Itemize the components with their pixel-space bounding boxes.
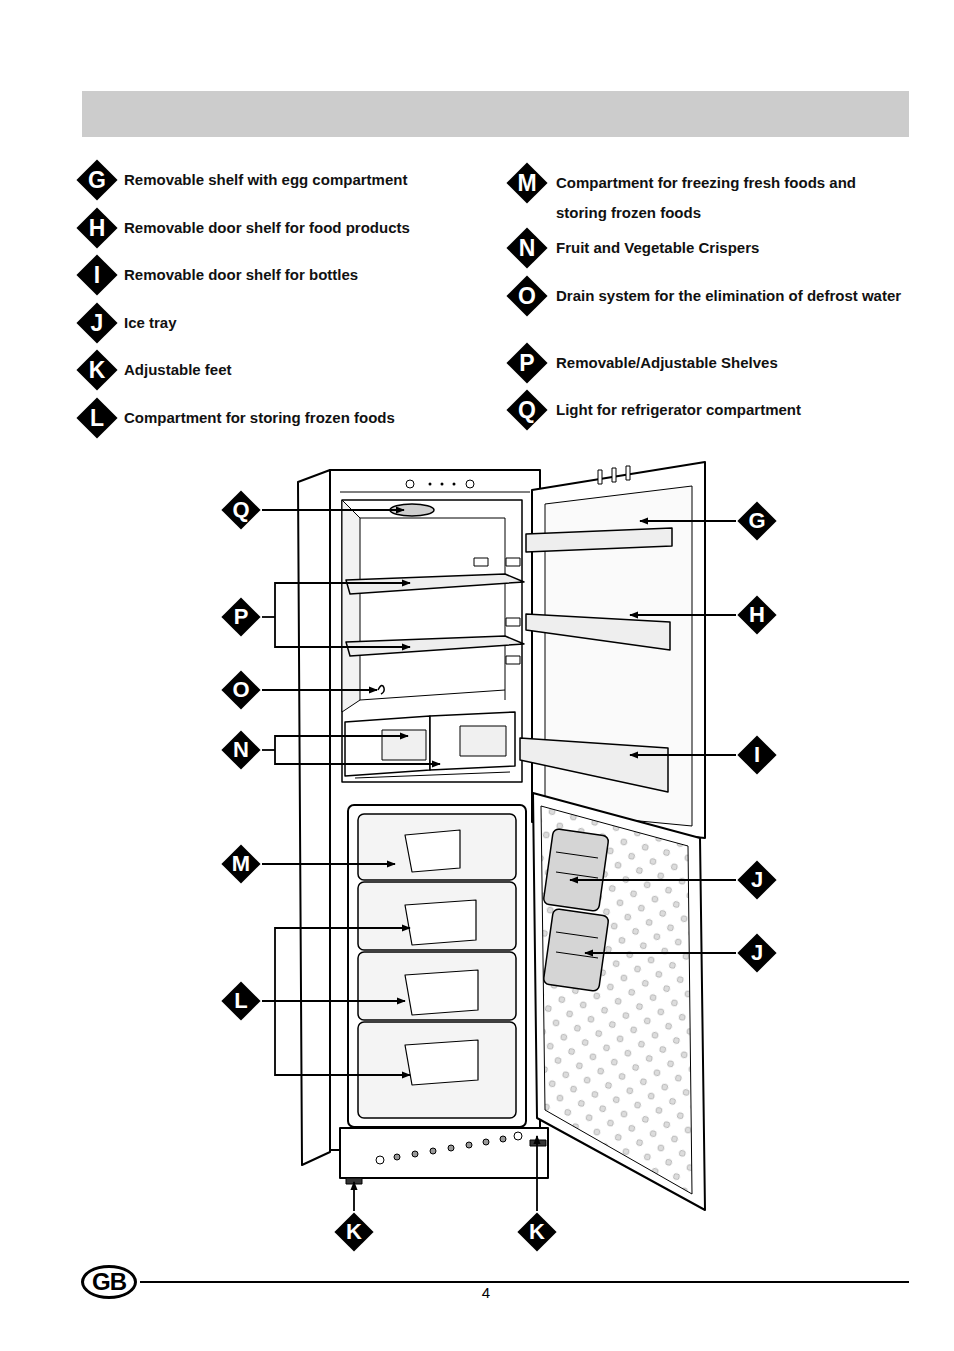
part-description: Drain system for the elimination of defr…	[556, 281, 904, 311]
callout-letter: P	[234, 606, 249, 628]
callout-letter: O	[518, 285, 536, 308]
callout-diamond: M	[221, 844, 261, 884]
part-description: Compartment for freezing fresh foods and…	[556, 168, 904, 228]
part-description: Removable shelf with egg compartment	[124, 165, 494, 195]
callout-diamond: Q	[221, 490, 261, 530]
callout-letter: I	[754, 744, 760, 766]
callout-diamond: QLight for refrigerator compartment	[506, 389, 548, 431]
callout-letter: G	[748, 510, 765, 532]
callout-letter: N	[519, 237, 536, 260]
callout-letter: M	[232, 853, 250, 875]
callout-letter: Q	[518, 399, 536, 422]
callout-diamond: K	[517, 1212, 557, 1252]
callout-letter: J	[751, 942, 763, 964]
callout-diamond: G	[737, 501, 777, 541]
callout-diamond: IRemovable door shelf for bottles	[76, 254, 118, 296]
part-description: Removable door shelf for food products	[124, 213, 494, 243]
callout-letter: O	[232, 679, 249, 701]
part-description: Light for refrigerator compartment	[556, 395, 904, 425]
callout-diamond: L	[221, 981, 261, 1021]
callout-diamond: P	[221, 597, 261, 637]
page-number: 4	[482, 1284, 490, 1302]
callout-diamond: MCompartment for freezing fresh foods an…	[506, 162, 548, 204]
badge-text: GB	[92, 1270, 126, 1294]
callout-diamond: J	[737, 933, 777, 973]
callout-letter: J	[91, 312, 104, 335]
callout-letter: G	[88, 169, 106, 192]
callout-letter: J	[751, 869, 763, 891]
part-description: Removable door shelf for bottles	[124, 260, 494, 290]
callout-diamond: J	[737, 860, 777, 900]
callout-letter: L	[90, 407, 104, 430]
part-description: Compartment for storing frozen foods	[124, 403, 494, 433]
callout-diamond: PRemovable/Adjustable Shelves	[506, 342, 548, 384]
part-description: Fruit and Vegetable Crispers	[556, 233, 904, 263]
callout-diamond: O	[221, 670, 261, 710]
callout-letter: K	[346, 1221, 362, 1243]
callout-diamond: ODrain system for the elimination of def…	[506, 275, 548, 317]
part-description: Removable/Adjustable Shelves	[556, 348, 904, 378]
callout-diamond: LCompartment for storing frozen foods	[76, 397, 118, 439]
callout-letter: K	[89, 359, 106, 382]
callout-letter: H	[749, 604, 765, 626]
footer-rule	[140, 1281, 909, 1283]
callout-diamond: H	[737, 595, 777, 635]
callout-diamond: NFruit and Vegetable Crispers	[506, 227, 548, 269]
callout-diamond: I	[737, 735, 777, 775]
callout-letter: Q	[232, 499, 249, 521]
part-description: Adjustable feet	[124, 355, 494, 385]
callout-letter: M	[517, 172, 536, 195]
callout-letter: N	[233, 739, 249, 761]
part-description: Ice tray	[124, 308, 494, 338]
callout-letter: L	[234, 990, 247, 1012]
leader-lines	[262, 510, 736, 1211]
callout-diamond: N	[221, 730, 261, 770]
callout-letter: K	[529, 1221, 545, 1243]
header-band	[82, 91, 909, 137]
callout-diamond: K	[334, 1212, 374, 1252]
callout-letter: H	[89, 217, 106, 240]
callout-letter: I	[94, 264, 100, 287]
callout-diamond: KAdjustable feet	[76, 349, 118, 391]
callout-diamond: HRemovable door shelf for food products	[76, 207, 118, 249]
callout-diamond: JIce tray	[76, 302, 118, 344]
country-badge: GB	[81, 1265, 137, 1299]
callout-letter: P	[519, 352, 534, 375]
callout-diamond: GRemovable shelf with egg compartment	[76, 159, 118, 201]
